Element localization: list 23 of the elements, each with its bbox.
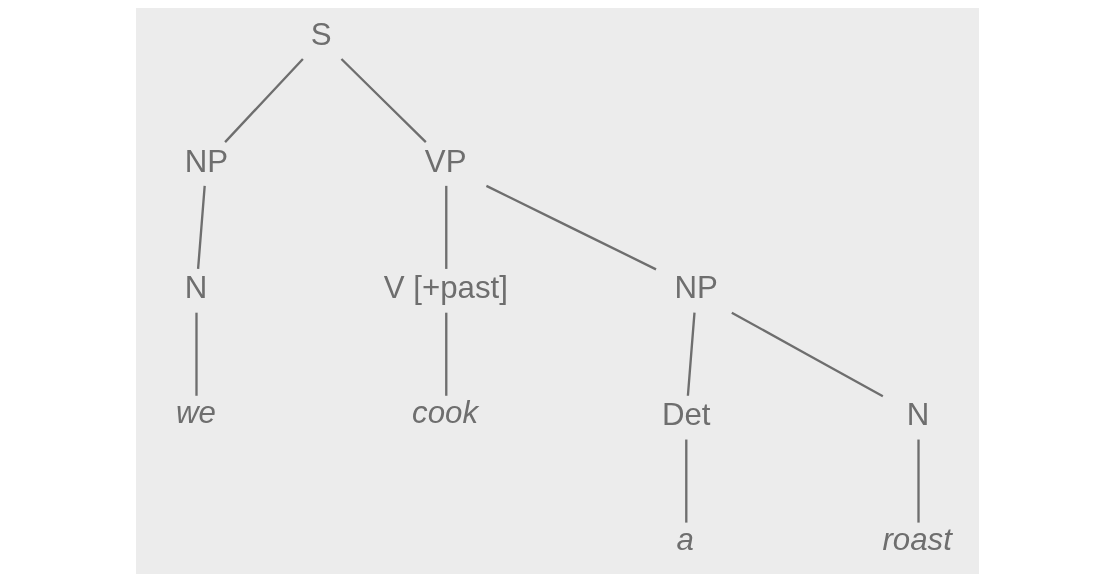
connector (194, 312, 198, 396)
connector (730, 311, 883, 398)
connector (340, 58, 427, 143)
node-text: Det (661, 397, 710, 433)
connector (684, 439, 687, 523)
connector (444, 185, 447, 269)
node-text: N (906, 397, 929, 433)
connector (916, 439, 920, 523)
connector (485, 184, 657, 271)
node-text: VP (424, 143, 466, 179)
connector (444, 312, 447, 396)
node-text: cook (411, 395, 478, 431)
node-text: NP (184, 143, 228, 179)
node-text: roast (881, 522, 952, 558)
node-text: S (310, 16, 331, 52)
node-text: V [+past] (383, 270, 508, 306)
connector (223, 58, 304, 143)
node-text: a (676, 522, 694, 558)
node-text: we (175, 395, 216, 431)
connector (686, 312, 696, 396)
node-text: N (184, 270, 207, 306)
node-text: NP (674, 270, 718, 306)
connector (196, 185, 206, 270)
